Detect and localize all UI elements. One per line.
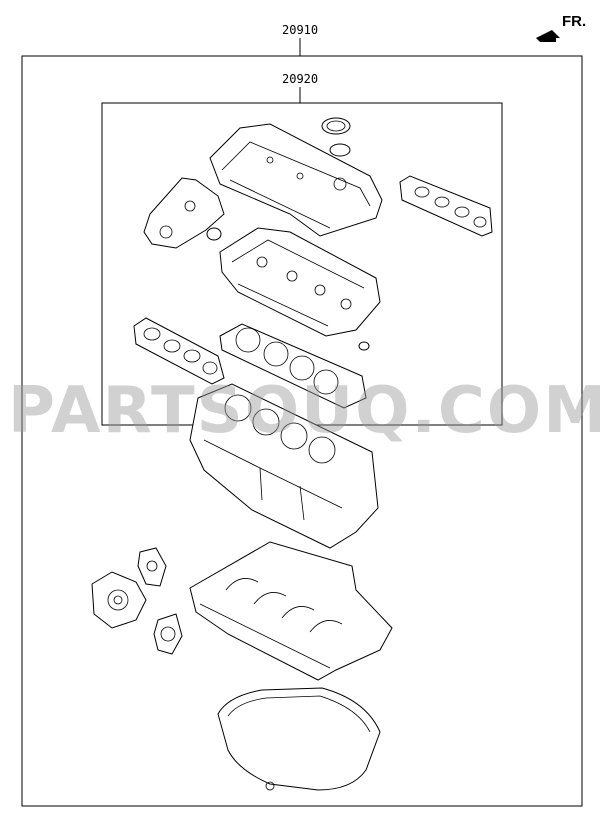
cylinder-block[interactable] [189, 383, 379, 549]
oil-pan[interactable] [217, 687, 381, 791]
callout-inner-kit[interactable]: 20920 [282, 72, 318, 86]
front-direction-label: FR. [562, 13, 586, 30]
lower-crankcase[interactable] [189, 541, 393, 681]
cylinder-head-gasket[interactable] [219, 323, 367, 409]
cylinder-head[interactable] [219, 227, 381, 351]
water-pump[interactable] [91, 571, 147, 629]
exhaust-manifold-gasket[interactable] [399, 175, 493, 237]
outer-kit-frame [21, 55, 583, 807]
watermark: PARTSOUQ.COM [8, 374, 600, 448]
intake-manifold-gasket[interactable] [133, 317, 225, 385]
water-outlet-housing[interactable] [143, 177, 225, 249]
thermostat-gasket-upper[interactable] [137, 547, 167, 587]
front-direction-indicator: FR. [536, 13, 586, 42]
callout-outer-kit[interactable]: 20910 [282, 23, 318, 37]
front-direction-arrow-icon [536, 30, 560, 42]
water-pump-gasket[interactable] [153, 613, 183, 655]
oil-filler-cap[interactable] [321, 117, 351, 157]
cylinder-head-cover[interactable] [209, 123, 383, 237]
